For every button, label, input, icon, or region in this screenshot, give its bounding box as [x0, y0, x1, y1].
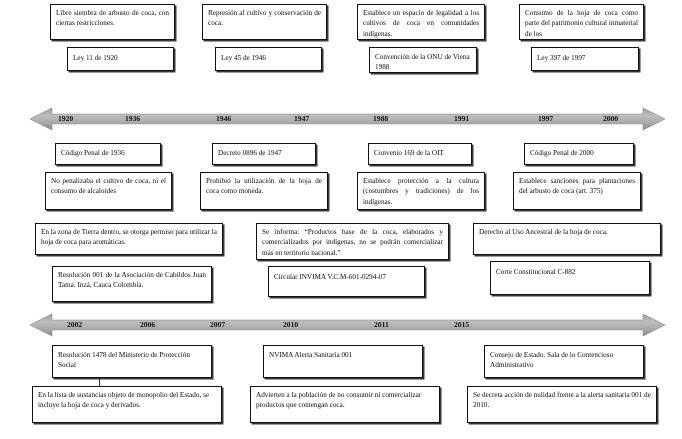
event-norm-box: Código Penal de 1936	[55, 143, 161, 165]
timeline-year-label: 1988	[373, 114, 389, 123]
event-description-text: Establece un espacio de legalidad a los …	[363, 9, 479, 38]
event-norm-box: Ley 45 de 1946	[215, 47, 322, 71]
timeline-year-label: 2010	[283, 320, 299, 329]
event-description-text: Represión al cultivo y conservación de c…	[208, 9, 321, 28]
event-norm-text: Circular INVIMA V.C.M-601-0294-07	[274, 273, 386, 281]
timeline-arrow-shape	[30, 107, 665, 131]
event-norm-text: Ley 11 de 1920	[73, 54, 118, 62]
event-norm-box: Ley 11 de 1920	[67, 47, 174, 71]
event-description-text: Establece sanciones para plantaciones de…	[519, 177, 635, 196]
event-norm-text: NVIMA Alerta Sanitaria 001	[269, 351, 353, 359]
event-description-box: En la zona de Tierra dentro, se otorga p…	[35, 223, 223, 255]
event-norm-box: Convención de la ONU de Viena 1988	[369, 47, 477, 73]
event-description-box: Establece un espacio de legalidad a los …	[357, 4, 485, 40]
event-description-box: En la lista de sustancias objeto de mono…	[32, 386, 222, 423]
event-description-text: No penalizaba el cultivo de coca, ni el …	[51, 177, 166, 196]
event-description-box: Establece sanciones para plantaciones de…	[513, 172, 641, 210]
event-norm-box: Código Penal de 2000	[524, 143, 634, 165]
timeline-year-label: 2015	[454, 320, 470, 329]
event-description-box: Se informa: “Productos base de la coca, …	[256, 223, 449, 260]
event-description-text: Consumo de la hoja de coca como parte de…	[525, 9, 638, 38]
event-description-text: Prohibió la utilización de la hoja de co…	[206, 177, 322, 196]
event-norm-text: Resolución 001 de la Asociación de Cabil…	[58, 271, 206, 290]
event-norm-text: Ley 45 de 1946	[221, 54, 266, 62]
event-description-text: Se decreta acción de nulidad frente a la…	[473, 391, 651, 410]
event-norm-box: Corte Constitucional C-882	[490, 261, 650, 295]
event-norm-box: NVIMA Alerta Sanitaria 001	[263, 345, 423, 378]
event-description-box: No penalizaba el cultivo de coca, ni el …	[45, 172, 172, 210]
event-norm-text: Consejo de Estado. Sala de lo Contencios…	[490, 351, 614, 370]
event-norm-text: Corte Constitucional C-882	[496, 268, 576, 276]
timeline-year-label: 2002	[67, 320, 83, 329]
event-norm-text: Convención de la ONU de Viena 1988	[375, 53, 470, 72]
event-norm-text: Ley 397 de 1997	[537, 54, 586, 62]
event-norm-box: Decreto 0896 de 1947	[212, 143, 316, 165]
event-description-box: Represión al cultivo y conservación de c…	[202, 4, 327, 40]
timeline-arrow-1: 1920 1936 1946 1947 1988 1991 1997 2000	[30, 106, 665, 132]
timeline-year-label: 1991	[454, 114, 470, 123]
event-description-box: Establece protección a la cultura (costu…	[357, 172, 485, 210]
timeline-arrow-shape	[30, 313, 665, 337]
timeline-year-label: 2007	[210, 320, 226, 329]
event-norm-box: Consejo de Estado. Sala de lo Contencios…	[484, 345, 644, 378]
connector-line	[99, 378, 100, 386]
event-description-text: Se informa: “Productos base de la coca, …	[262, 228, 443, 257]
event-norm-text: Resolución 1478 del Ministerio de Protec…	[58, 351, 190, 370]
timeline-year-label: 1946	[216, 114, 232, 123]
event-description-text: Libre siembra de arbusto de coca, con ci…	[56, 9, 169, 28]
event-description-box: Advierten a la población de no consumir …	[250, 386, 440, 423]
timeline-year-label: 1947	[294, 114, 310, 123]
event-norm-box: Circular INVIMA V.C.M-601-0294-07	[268, 266, 425, 297]
event-norm-box: Resolución 1478 del Ministerio de Protec…	[52, 345, 212, 378]
event-norm-text: Convenio 169 de la OIT	[374, 149, 444, 157]
event-description-text: Establece protección a la cultura (costu…	[363, 177, 479, 206]
timeline-year-label: 1997	[538, 114, 554, 123]
event-description-text: En la lista de sustancias objeto de mono…	[38, 391, 210, 410]
timeline-year-label: 1936	[125, 114, 141, 123]
event-norm-box: Convenio 169 de la OIT	[368, 143, 472, 165]
event-description-box: Se decreta acción de nulidad frente a la…	[467, 386, 657, 423]
event-description-text: En la zona de Tierra dentro, se otorga p…	[41, 228, 217, 247]
event-norm-box: Ley 397 de 1997	[531, 47, 639, 71]
event-description-text: Advierten a la población de no consumir …	[256, 391, 422, 410]
timeline-year-label: 2006	[140, 320, 156, 329]
timeline-year-label: 1920	[58, 114, 74, 123]
event-norm-text: Código Penal de 2000	[530, 149, 594, 157]
timeline-year-label: 2011	[374, 320, 389, 329]
event-description-box: Derecho al Uso Ancestral de la hoja de c…	[473, 223, 661, 255]
event-description-text: Derecho al Uso Ancestral de la hoja de c…	[479, 228, 608, 236]
event-norm-text: Código Penal de 1936	[61, 149, 125, 157]
event-norm-box: Resolución 001 de la Asociación de Cabil…	[52, 266, 212, 302]
event-description-box: Libre siembra de arbusto de coca, con ci…	[50, 4, 175, 40]
event-norm-text: Decreto 0896 de 1947	[218, 149, 282, 157]
timeline-arrow-2: 2002 2006 2007 2010 2011 2015	[30, 312, 665, 338]
event-description-box: Consumo de la hoja de coca como parte de…	[519, 4, 644, 40]
timeline-year-label: 2000	[603, 114, 619, 123]
event-description-box: Prohibió la utilización de la hoja de co…	[200, 172, 328, 210]
